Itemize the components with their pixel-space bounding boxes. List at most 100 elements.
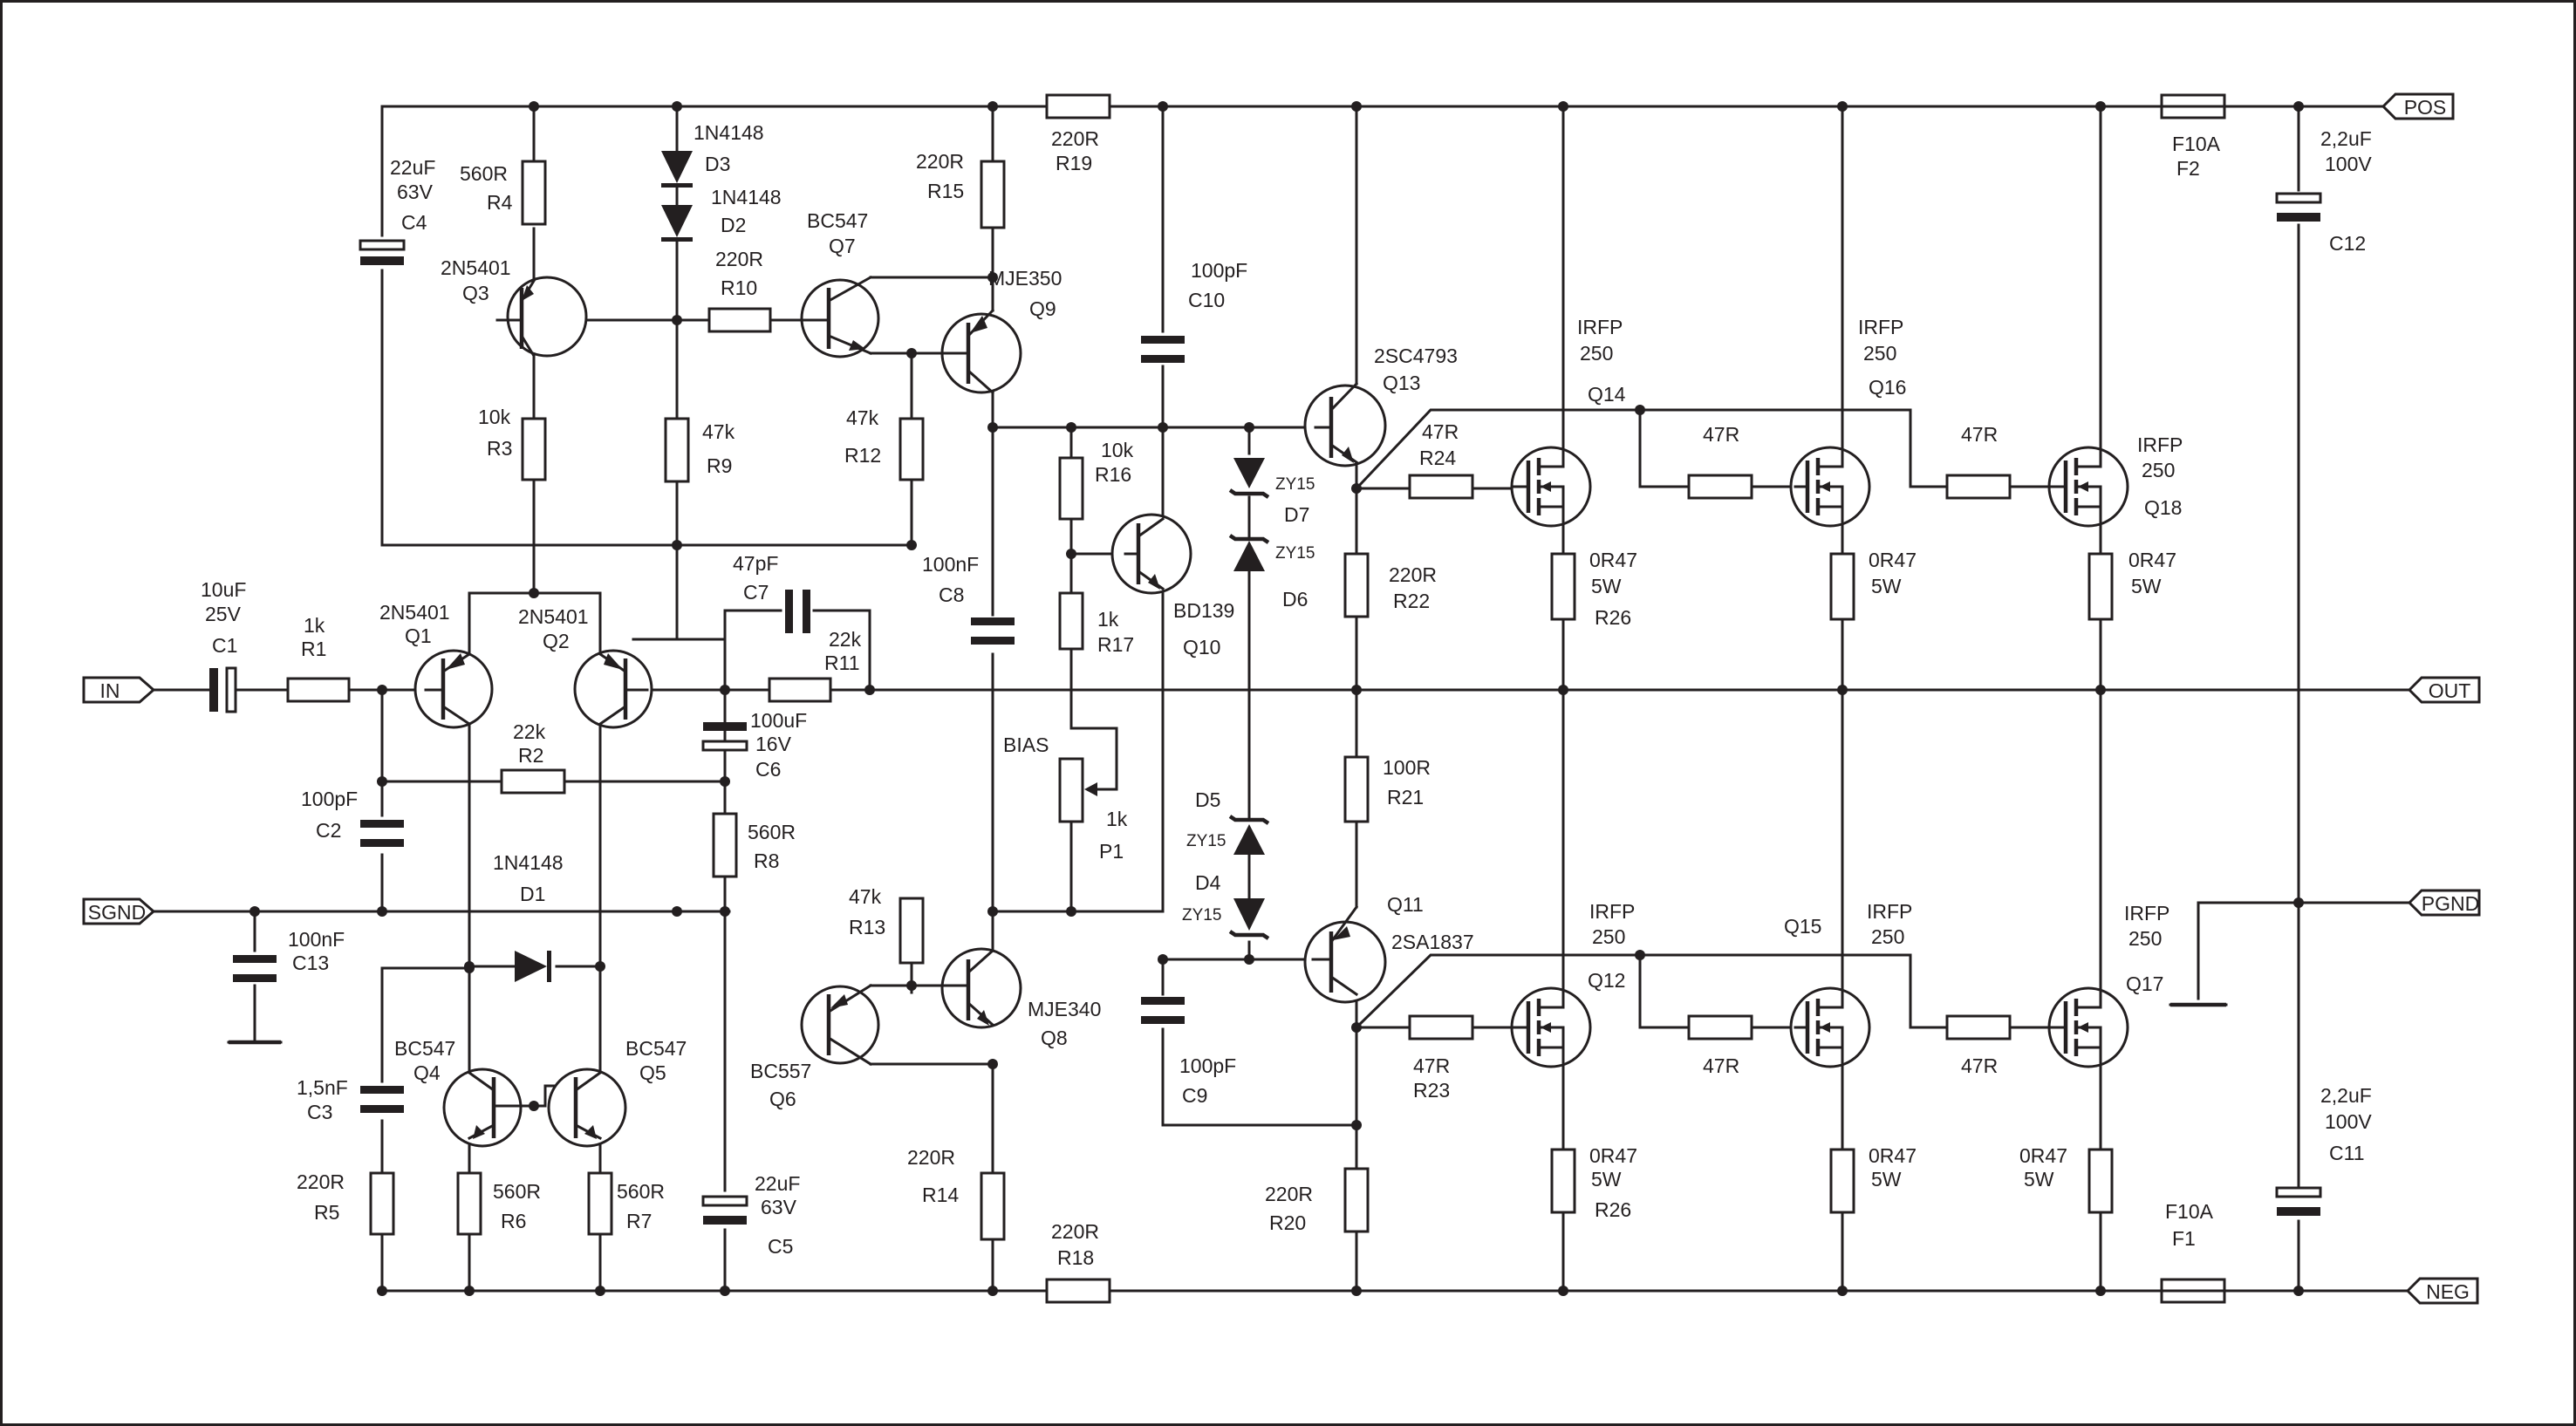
D4-value: ZY15 [1182,906,1221,925]
Q3-value: 2N5401 [441,256,511,279]
transistor-Q10 [1110,513,1192,595]
R8-value: 560R [748,821,796,843]
C4-ref: C4 [401,211,427,234]
resistor-Rs15 [1829,1148,1855,1214]
resistor-R22 [1343,552,1370,618]
port-out: OUT [2407,676,2481,704]
Q17-value2: 250 [2128,927,2162,950]
port-neg-label: NEG [2426,1280,2470,1303]
D1-ref: D1 [520,883,545,905]
resistor-R24 [1408,474,1474,500]
F2-ref: F2 [2176,157,2200,180]
Rs15-value: 0R47 [1869,1144,1917,1167]
transistor-Q2 [573,649,653,729]
resistor-R20 [1343,1167,1370,1233]
Rs16-watt: 5W [1871,575,1902,597]
R6-ref: R6 [501,1210,526,1232]
resistor-R4 [521,160,547,226]
C12-ref: C12 [2329,232,2366,255]
Rg18-value: 47R [1961,423,1998,446]
mosfet-Q17 [2046,986,2129,1068]
port-pgnd-label: PGND [2422,892,2479,915]
Q8-ref: Q8 [1041,1027,1068,1049]
R17-value: 1k [1097,608,1119,631]
D3-value: 1N4148 [694,121,764,144]
R17-ref: R17 [1097,633,1134,656]
D6-value: ZY15 [1275,544,1315,563]
R26a-value: 0R47 [1589,549,1637,571]
C7-value: 47pF [733,552,778,575]
R24-ref: R24 [1419,447,1456,469]
diode-D2 [661,186,693,420]
Q14-value: IRFP [1577,316,1623,338]
C9-ref: C9 [1182,1084,1207,1107]
Q17-ref: Q17 [2126,972,2163,995]
D2-value: 1N4148 [711,186,782,208]
R19-ref: R19 [1056,152,1092,174]
transistor-Q11 [1303,904,1387,1004]
Q5-ref: Q5 [639,1061,666,1084]
transistor-Q6 [800,983,880,1067]
resistor-R23 [1408,1014,1474,1041]
C13-value: 100nF [288,928,345,951]
R4-ref: R4 [487,191,513,214]
R4-value: 560R [460,162,508,185]
C2-ref: C2 [316,819,341,842]
mosfet-Q16 [1789,446,1871,528]
Q7-value: BC547 [807,209,868,232]
D7-ref: D7 [1284,503,1309,526]
capacitor-C5 [701,1195,748,1225]
R11-ref: R11 [824,652,860,674]
resistor-R17 [1058,591,1084,651]
capacitor-C13 [233,955,277,982]
C2-value: 100pF [301,788,358,810]
R13-value: 47k [849,885,882,908]
Rs17-value: 0R47 [2019,1144,2067,1167]
R2-ref: R2 [518,744,543,767]
D1-value: 1N4148 [493,851,564,874]
diode-D3 [661,151,693,188]
P1-value: 1k [1106,808,1128,830]
C10-value: 100pF [1191,259,1247,282]
D2-ref: D2 [721,214,746,236]
resistor-R21 [1343,755,1370,823]
C8-ref: C8 [939,583,964,606]
R16-value: 10k [1101,439,1134,461]
Q15-value: IRFP [1867,900,1912,923]
Q12-ref: Q12 [1588,969,1625,992]
D4-ref: D4 [1195,871,1221,894]
Q5-value: BC547 [625,1037,687,1060]
resistor-Rg17 [1945,1014,2012,1041]
R26b-ref: R26 [1595,1198,1631,1221]
Rg17-value: 47R [1961,1054,1998,1077]
C13-ref: C13 [292,952,329,974]
R3-ref: R3 [487,437,512,460]
transistor-Q3 [495,276,588,359]
C5-value: 22uF [755,1172,800,1195]
R15-ref: R15 [927,180,964,202]
Q1-value: 2N5401 [379,601,450,624]
R13-ref: R13 [849,916,885,938]
resistor-R18 [1045,1278,1111,1304]
C3-value: 1,5nF [297,1076,348,1099]
transistor-Q9 [910,308,1022,395]
resistor-R13 [899,897,925,965]
resistor-R16 [1058,456,1084,521]
C5-voltage: 63V [761,1196,797,1218]
R18-value: 220R [1051,1220,1099,1243]
resistor-R12 [899,417,925,481]
resistor-R26b [1550,1148,1576,1214]
capacitor-C7 [785,590,810,633]
capacitor-C12 [2275,192,2322,222]
capacitor-C11 [2275,1186,2322,1216]
resistor-R7 [587,1171,613,1236]
Q11-value: 2SA1837 [1391,931,1474,953]
Rg16-value: 47R [1703,423,1739,446]
Rg15-value: 47R [1703,1054,1739,1077]
Q4-value: BC547 [394,1037,455,1060]
Q8-value: MJE340 [1028,998,1101,1020]
C1-voltage: 25V [205,603,242,625]
Q6-value: BC557 [750,1060,811,1082]
R9-ref: R9 [707,454,732,477]
